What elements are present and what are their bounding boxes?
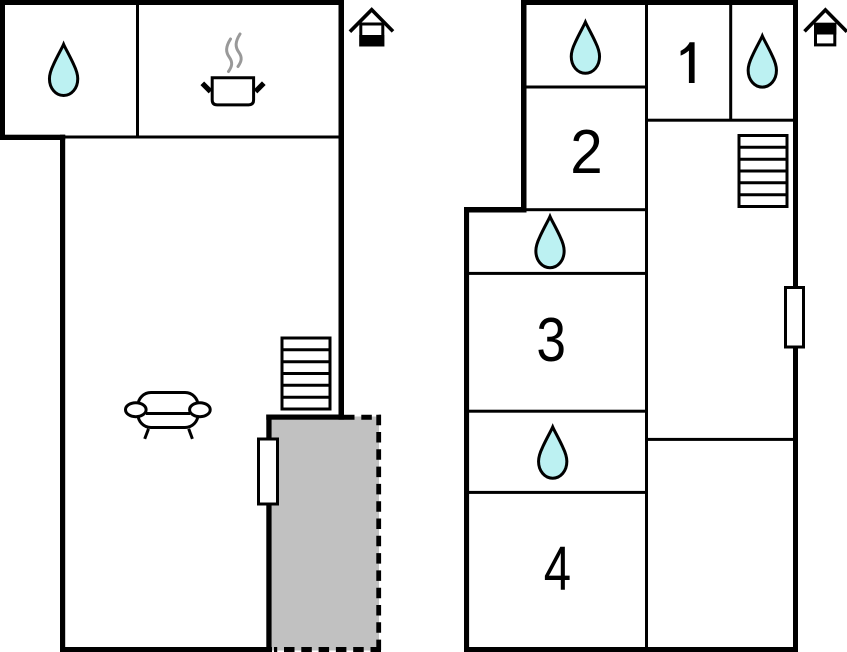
- svg-text:3: 3: [536, 306, 566, 375]
- svg-text:4: 4: [544, 533, 571, 603]
- svg-text:2: 2: [570, 118, 602, 187]
